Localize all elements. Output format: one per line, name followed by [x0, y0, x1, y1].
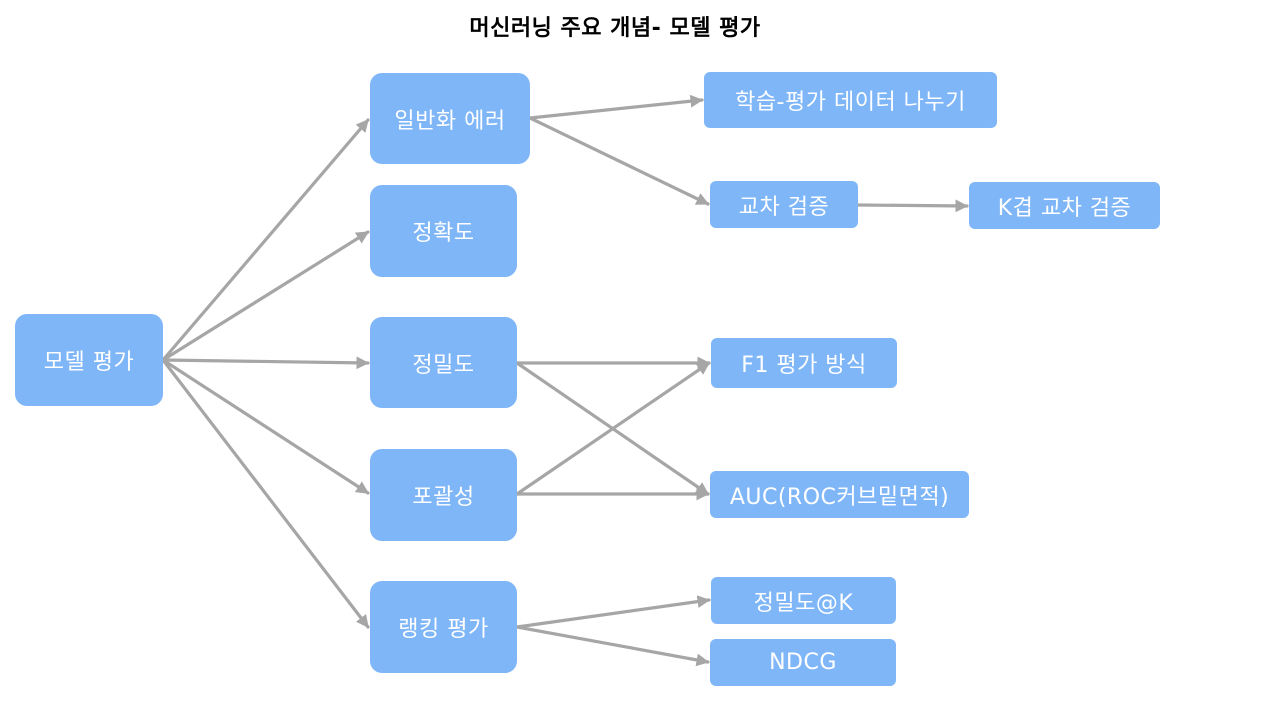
- node-precision-at-k: 정밀도@K: [711, 577, 896, 624]
- edge-ranking-eval-to-precision-at-k: [515, 595, 711, 629]
- node-cross-validation: 교차 검증: [710, 181, 858, 228]
- node-accuracy: 정확도: [370, 185, 517, 277]
- edge-cross-validation-to-kfold-cross-validation: [856, 199, 969, 213]
- edge-recall-to-f1-score: [515, 361, 711, 496]
- edge-model-eval-to-accuracy: [161, 230, 370, 362]
- node-model-eval: 모델 평가: [15, 314, 163, 406]
- diagram-title: 머신러닝 주요 개념- 모델 평가: [469, 16, 761, 41]
- node-precision: 정밀도: [370, 317, 517, 408]
- edge-model-eval-to-generalization-error: [161, 118, 370, 362]
- node-train-test-split: 학습-평가 데이터 나누기: [704, 72, 997, 128]
- node-kfold-cross-validation: K겹 교차 검증: [969, 182, 1160, 229]
- node-generalization-error: 일반화 에러: [370, 73, 530, 164]
- node-f1-score: F1 평가 방식: [711, 338, 897, 388]
- edge-ranking-eval-to-ndcg: [515, 625, 710, 667]
- node-recall: 포괄성: [370, 449, 517, 541]
- edge-model-eval-to-precision: [161, 356, 370, 370]
- edge-generalization-error-to-cross-validation: [528, 116, 710, 206]
- node-ranking-eval: 랭킹 평가: [370, 581, 517, 673]
- edge-generalization-error-to-train-test-split: [528, 94, 704, 120]
- node-auc: AUC(ROC커브밑면적): [710, 471, 969, 518]
- edge-model-eval-to-recall: [161, 358, 370, 495]
- node-ndcg: NDCG: [710, 639, 896, 686]
- edge-model-eval-to-ranking-eval: [161, 358, 370, 629]
